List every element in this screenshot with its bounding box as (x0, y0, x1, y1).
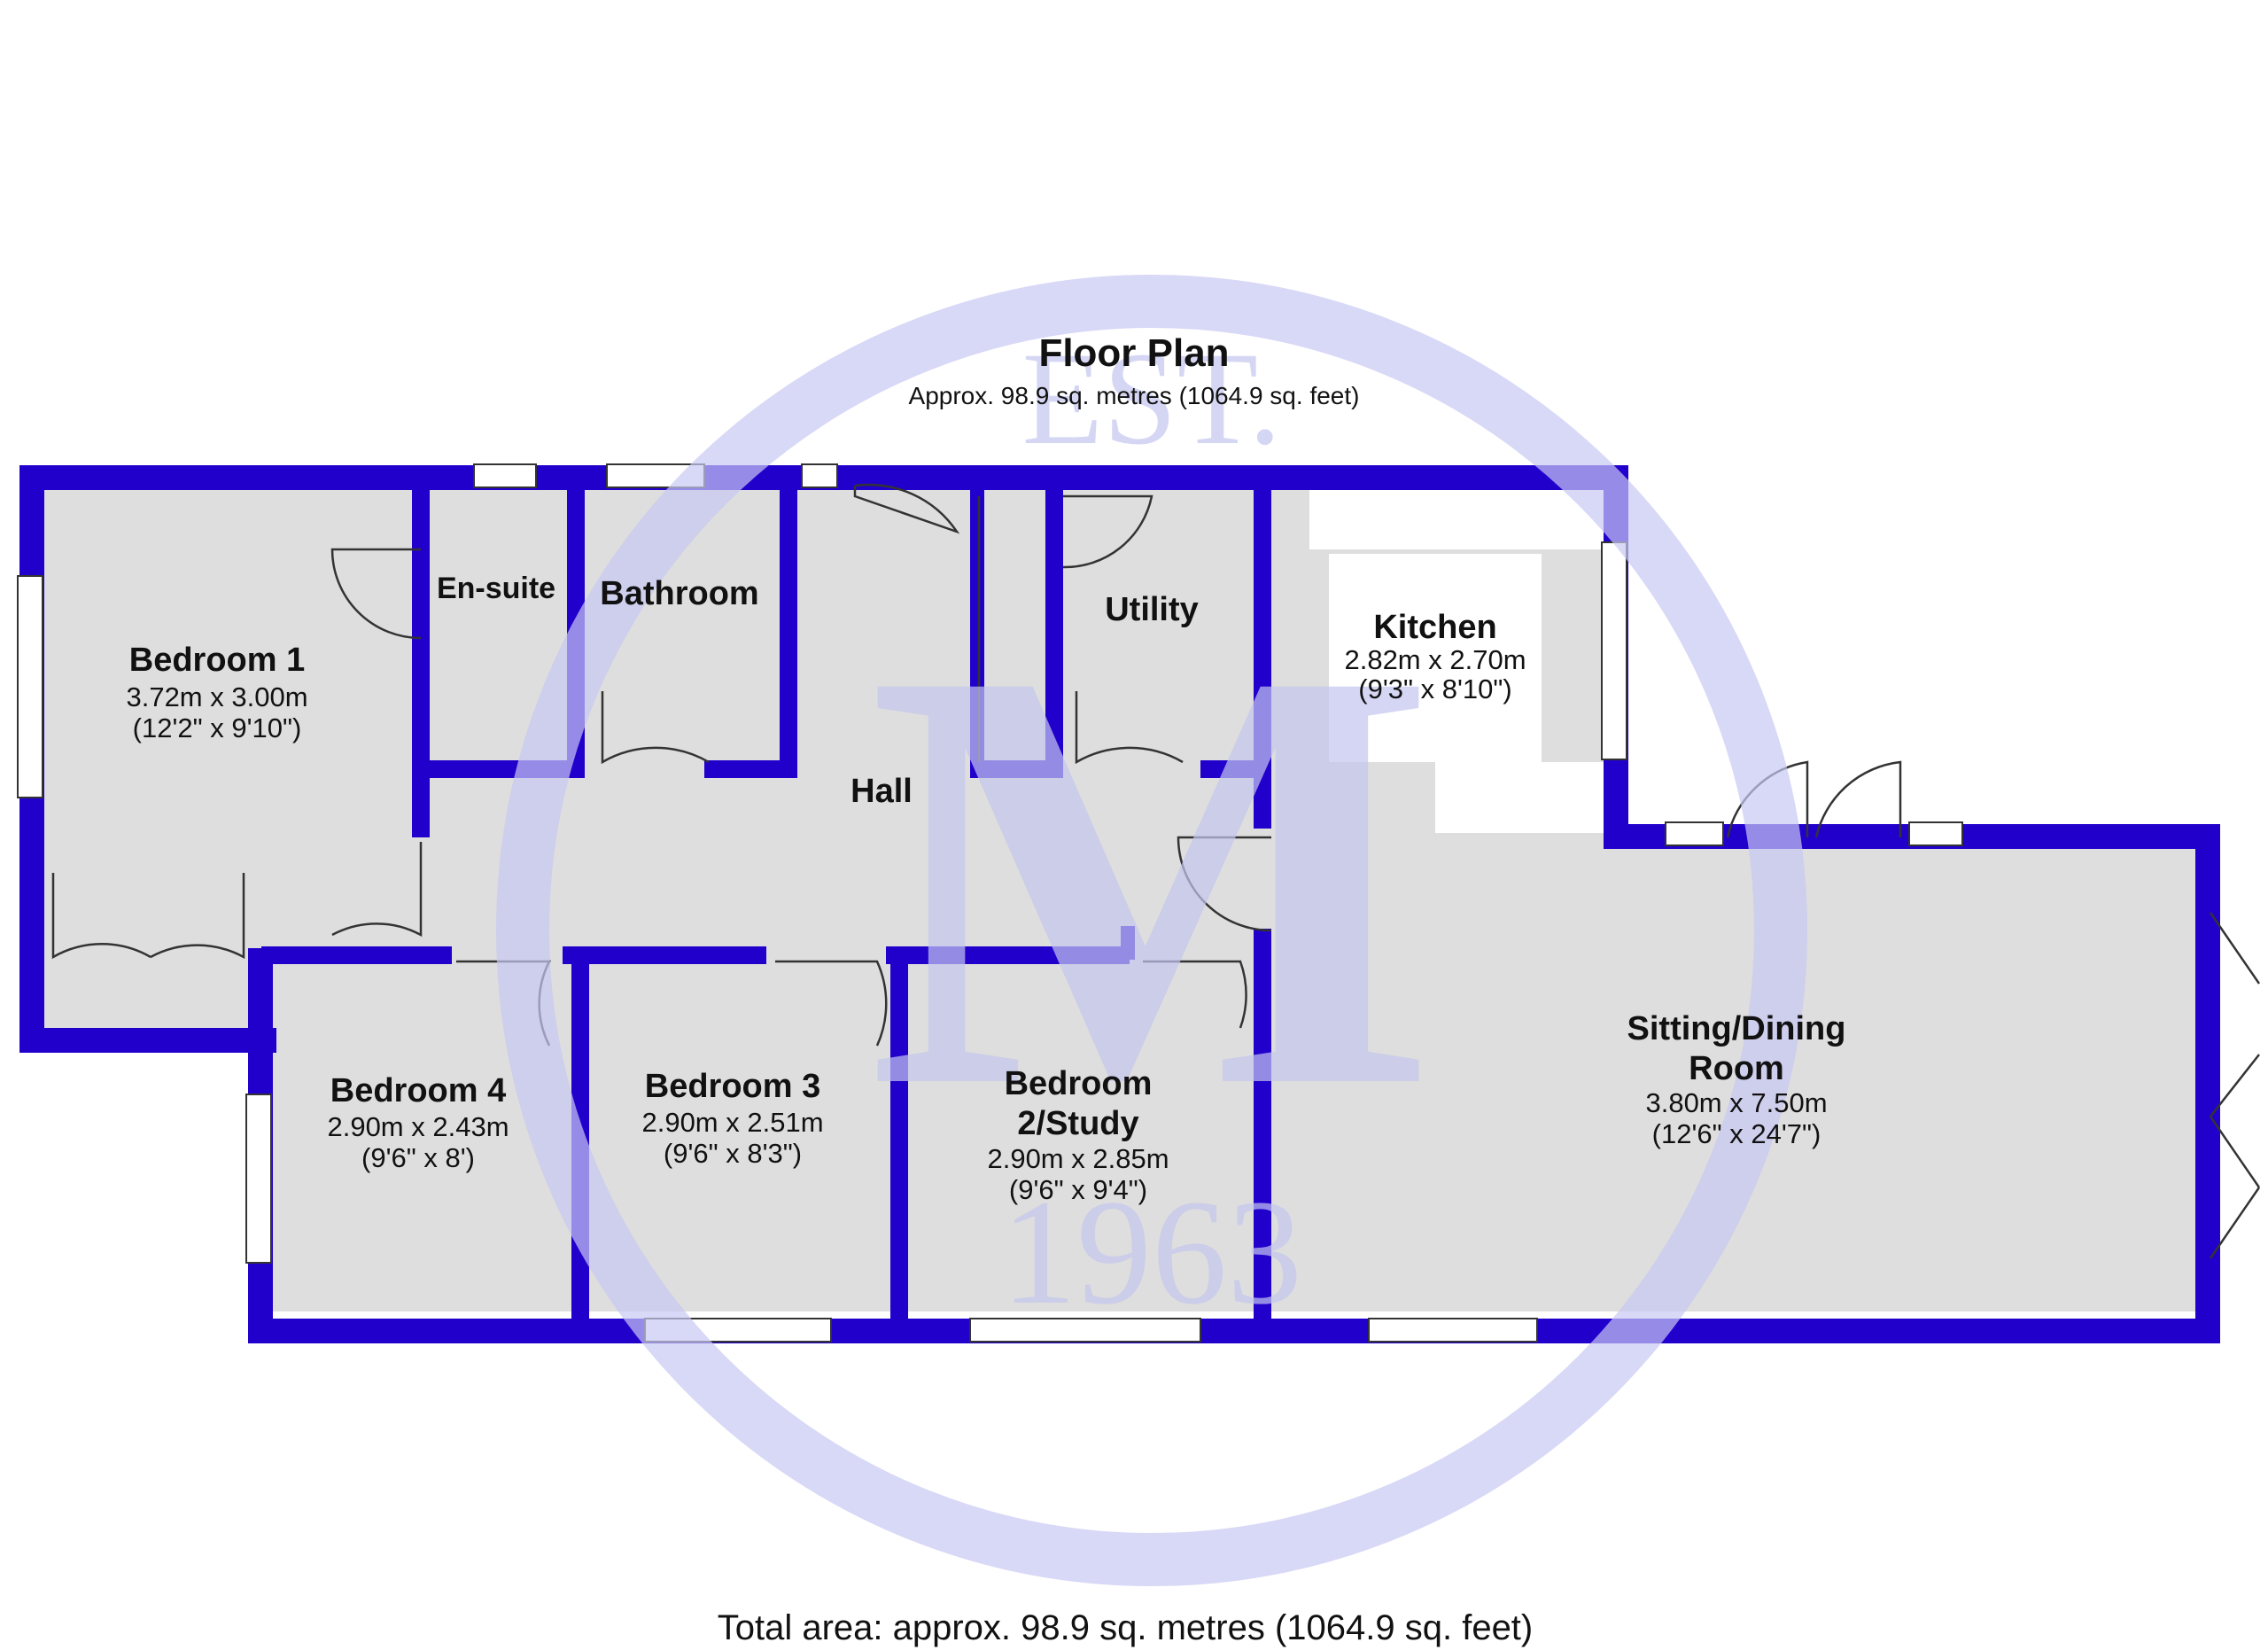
bathroom-name: Bathroom (600, 575, 758, 612)
watermark-ring (496, 275, 1807, 1586)
doors (51, 483, 2261, 1259)
wall-utility-bottom (1200, 760, 1271, 778)
ensuite-name: En-suite (437, 572, 555, 605)
plan-footer-total-area: Total area: approx. 98.9 sq. metres (106… (718, 1608, 1534, 1647)
bedroom4-metric: 2.90m x 2.43m (327, 1111, 509, 1142)
wall-bed3-top (563, 946, 766, 964)
wall-bed2-sitting (1254, 929, 1271, 1336)
plan-title: Floor Plan (1038, 331, 1229, 375)
wall-bathroom-bottom (704, 760, 797, 778)
door-bedroom3 (775, 960, 888, 1047)
bedroom1-metric: 3.72m x 3.00m (126, 681, 307, 712)
door-wardrobe-left (51, 873, 151, 960)
plan-subtitle: Approx. 98.9 sq. metres (1064.9 sq. feet… (909, 382, 1360, 409)
bedroom2-imperial: (9'6" x 9'4") (1009, 1174, 1147, 1205)
bedroom2-name-line2: 2/Study (1017, 1105, 1138, 1142)
room-labels: Bedroom 1 3.72m x 3.00m (12'2" x 9'10") … (126, 572, 1845, 1205)
wall-cupboard-bottom (970, 760, 1063, 778)
kitchen-strip (1276, 549, 1329, 762)
bedroom2-metric: 2.90m x 2.85m (987, 1143, 1169, 1174)
door-bifold-2 (2209, 1054, 2261, 1259)
door-french-right (1814, 760, 1902, 838)
watermark-letter: M (867, 545, 1436, 1212)
bedroom1-name: Bedroom 1 (129, 642, 305, 679)
watermark-logo: EST. M 1963 (496, 275, 1807, 1586)
wall-bed1-right (412, 465, 430, 837)
wall-utility-right (1254, 465, 1271, 829)
window-bedroom1 (17, 575, 43, 798)
door-wardrobe-right (150, 873, 245, 960)
window-bedroom2 (969, 1318, 1201, 1343)
kitchen-cutout-top (1329, 554, 1542, 762)
bedroom1-imperial: (12'2" x 9'10") (133, 712, 302, 743)
window-kitchen (1601, 541, 1627, 760)
door-bedroom1 (331, 842, 423, 938)
wall-bed3-bed2 (890, 946, 908, 1336)
door-front (853, 483, 960, 534)
window-sitting-top-left (1665, 821, 1724, 846)
door-sitting (1177, 836, 1272, 932)
watermark-year-text: 1963 (1001, 1169, 1302, 1335)
wall-right (2195, 824, 2220, 1343)
kitchen-cutout-bottom (1435, 762, 1612, 833)
window-hall-small (801, 463, 838, 488)
bedroom4-name: Bedroom 4 (330, 1072, 506, 1109)
wall-bed1-bottom (19, 1028, 276, 1053)
hall-name: Hall (850, 773, 913, 810)
door-ensuite (330, 548, 422, 640)
wall-utility-left (1045, 465, 1063, 777)
utility-name: Utility (1105, 591, 1199, 628)
window-sitting-bottom (1368, 1318, 1538, 1343)
door-bifold-1 (2209, 912, 2261, 985)
sitting-name-line2: Room (1689, 1050, 1784, 1087)
kitchen-name: Kitchen (1373, 609, 1496, 646)
door-bedroom2 (1143, 960, 1247, 1029)
bedroom3-imperial: (9'6" x 8'3") (664, 1138, 802, 1169)
window-sitting-top-right (1908, 821, 1963, 846)
wall-bed2-notch (1121, 926, 1135, 960)
wall-cupboard-left (970, 465, 984, 775)
watermark-est-text: EST. (1021, 325, 1281, 472)
sitting-imperial: (12'6" x 24'7") (1652, 1118, 1821, 1149)
bedroom2-name-line1: Bedroom (1005, 1065, 1153, 1102)
floor-bedroom1 (43, 487, 423, 1028)
wall-bathroom-right (780, 465, 797, 777)
bedroom4-imperial: (9'6" x 8') (361, 1142, 475, 1173)
door-utility-top (1062, 494, 1153, 569)
wall-bed2-top (886, 946, 1130, 964)
kitchen-imperial: (9'3" x 8'10") (1358, 673, 1511, 704)
sitting-name-line1: Sitting/Dining (1627, 1010, 1846, 1047)
bedroom3-metric: 2.90m x 2.51m (641, 1107, 823, 1138)
bedroom3-name: Bedroom 3 (645, 1068, 820, 1105)
door-bathroom (601, 691, 710, 765)
kitchen-metric: 2.82m x 2.70m (1344, 644, 1526, 675)
door-utility (1075, 691, 1184, 765)
window-ensuite (473, 463, 537, 488)
wall-bed4-top (261, 946, 452, 964)
sitting-metric: 3.80m x 7.50m (1645, 1087, 1827, 1118)
window-bedroom4 (245, 1094, 272, 1264)
